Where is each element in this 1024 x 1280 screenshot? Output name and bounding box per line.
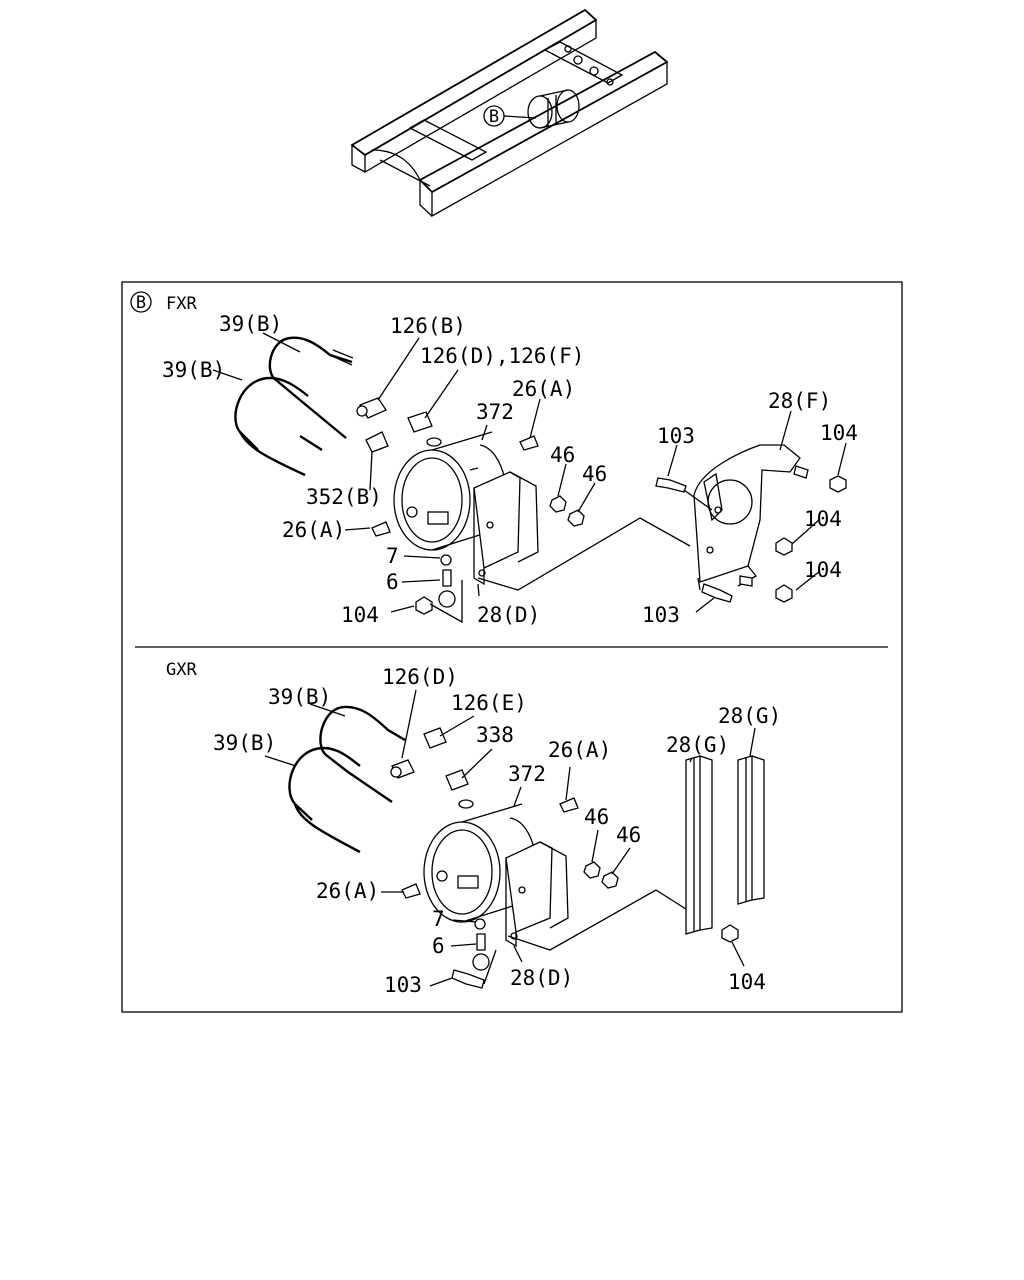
label-126e: 126(E) bbox=[451, 691, 527, 715]
label-26a-left-gxr: 26(A) bbox=[316, 879, 379, 903]
fxr-parts bbox=[212, 332, 847, 624]
label-28g-right: 28(G) bbox=[718, 704, 781, 728]
label-104-top: 104 bbox=[820, 421, 858, 445]
label-103-gxr: 103 bbox=[384, 973, 422, 997]
label-126b: 126(B) bbox=[390, 314, 466, 338]
label-26a-top-gxr: 26(A) bbox=[548, 738, 611, 762]
detail-callout-label: B bbox=[136, 293, 146, 313]
label-7: 7 bbox=[386, 544, 399, 568]
label-338: 338 bbox=[476, 723, 514, 747]
detail-frame bbox=[121, 281, 903, 1013]
fxr-labels: 39(B) 39(B) 126(B) 126(D),126(F) 26(A) 3… bbox=[162, 312, 858, 627]
label-39b-upper-gxr: 39(B) bbox=[268, 685, 331, 709]
label-26a-left: 26(A) bbox=[282, 518, 345, 542]
label-352b: 352(B) bbox=[306, 485, 382, 509]
label-103-bottom: 103 bbox=[642, 603, 680, 627]
label-104-gxr: 104 bbox=[728, 970, 766, 994]
gxr-parts bbox=[264, 689, 765, 989]
section-fxr-title: FXR bbox=[166, 294, 197, 314]
label-104-left: 104 bbox=[341, 603, 379, 627]
label-39b-lower: 39(B) bbox=[162, 358, 225, 382]
label-126d-gxr: 126(D) bbox=[382, 665, 458, 689]
label-372-gxr: 372 bbox=[508, 762, 546, 786]
label-6-gxr: 6 bbox=[432, 934, 445, 958]
label-26a-top: 26(A) bbox=[512, 377, 575, 401]
gxr-labels: 39(B) 39(B) 126(D) 126(E) 338 26(A) 372 … bbox=[213, 665, 781, 997]
label-28f: 28(F) bbox=[768, 389, 831, 413]
label-39b-lower-gxr: 39(B) bbox=[213, 731, 276, 755]
detail-callout-circle bbox=[130, 291, 152, 313]
label-28d: 28(D) bbox=[477, 603, 540, 627]
chassis-overview: B bbox=[350, 8, 669, 218]
label-126d-126f: 126(D),126(F) bbox=[420, 344, 584, 368]
label-39b-upper: 39(B) bbox=[219, 312, 282, 336]
section-gxr-title: GXR bbox=[166, 660, 197, 680]
label-46-b-gxr: 46 bbox=[616, 823, 641, 847]
label-28d-gxr: 28(D) bbox=[510, 966, 573, 990]
label-46-b: 46 bbox=[582, 462, 607, 486]
label-104-low: 104 bbox=[804, 558, 842, 582]
label-46-a: 46 bbox=[550, 443, 575, 467]
label-103-top: 103 bbox=[657, 424, 695, 448]
overview-callout-label: B bbox=[489, 107, 499, 127]
label-372: 372 bbox=[476, 400, 514, 424]
label-46-a-gxr: 46 bbox=[584, 805, 609, 829]
label-28g-left: 28(G) bbox=[666, 733, 729, 757]
label-104-mid: 104 bbox=[804, 507, 842, 531]
label-7-gxr: 7 bbox=[432, 907, 445, 931]
label-6: 6 bbox=[386, 570, 399, 594]
